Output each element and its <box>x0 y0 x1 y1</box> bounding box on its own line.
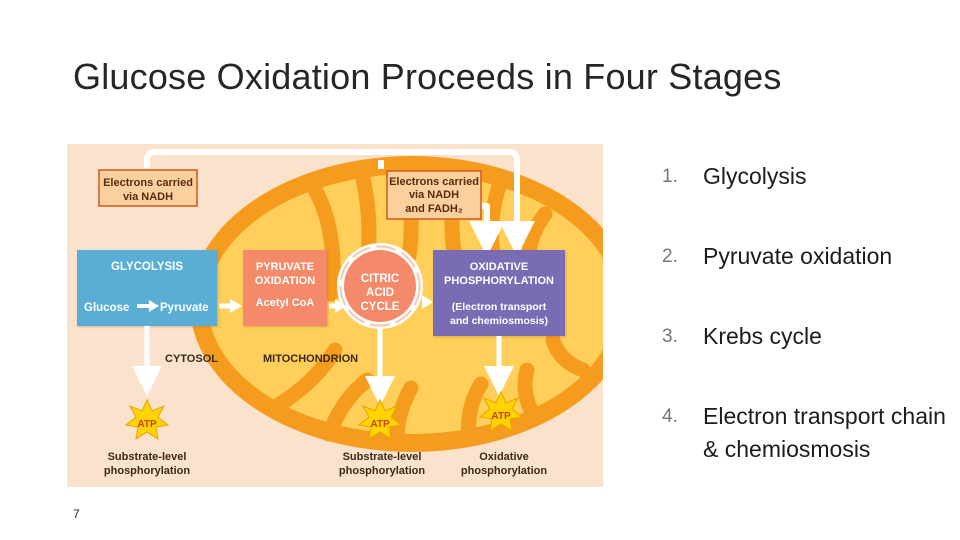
pyruvate-oxidation-line2: OXIDATION <box>255 275 315 287</box>
slide-title: Glucose Oxidation Proceeds in Four Stage… <box>73 56 782 97</box>
citric-line1: CITRIC <box>361 273 399 285</box>
arrow-glycolysis-head <box>230 299 242 313</box>
stage-item: 4. Electron transport chain & chemiosmos… <box>662 400 957 480</box>
atp-middle-label: ATP <box>370 419 390 430</box>
electron-transport-note-line1: (Electron transport <box>452 301 547 313</box>
caption-left-line2: phosphorylation <box>104 465 190 477</box>
stage-number: 1. <box>662 166 678 187</box>
glucose-label: Glucose <box>84 302 129 314</box>
stage-label: Glycolysis <box>703 163 807 189</box>
stage-item: 1. Glycolysis <box>662 160 957 240</box>
cytosol-label: CYTOSOL <box>165 353 218 365</box>
caption-right-line1: Oxidative <box>479 451 529 463</box>
acetyl-coa-label: Acetyl CoA <box>256 297 315 309</box>
glycolysis-box: GLYCOLYSIS Glucose Pyruvate <box>77 250 217 326</box>
stage-number: 3. <box>662 326 678 347</box>
arrow-pyruvate-head <box>335 299 346 313</box>
electrons-nadh-line1: Electrons carried <box>103 177 193 189</box>
stage-label: Electron transport chain & chemiosmosis <box>703 403 946 462</box>
stage-number: 4. <box>662 406 678 427</box>
caption-left-line1: Substrate-level <box>108 451 187 463</box>
pyruvate-label: Pyruvate <box>160 302 209 314</box>
stage-label: Krebs cycle <box>703 323 822 349</box>
atp-star-middle: ATP <box>357 398 403 441</box>
electrons-fadh-line1: Electrons carried <box>389 176 479 188</box>
cellular-respiration-diagram: Electrons carried via NADH Electrons car… <box>67 144 603 487</box>
oxidative-phosphorylation-box: OXIDATIVE PHOSPHORYLATION (Electron tran… <box>433 250 565 336</box>
citric-line2: ACID <box>366 287 394 299</box>
electrons-nadh-fadh2-callout: Electrons carried via NADH and FADH₂ <box>386 170 482 220</box>
caption-middle-line1: Substrate-level <box>343 451 422 463</box>
page-number: 7 <box>73 507 80 521</box>
pyruvate-oxidation-box: PYRUVATE OXIDATION Acetyl CoA <box>243 250 327 326</box>
atp-left-label: ATP <box>137 419 157 430</box>
caption-middle-line2: phosphorylation <box>339 465 425 477</box>
electrons-fadh-line2: via NADH <box>409 189 459 201</box>
pyruvate-oxidation-line1: PYRUVATE <box>256 261 314 273</box>
stage-list: 1. Glycolysis 2. Pyruvate oxidation 3. K… <box>662 160 957 480</box>
stage-number: 2. <box>662 246 678 267</box>
stage-item: 3. Krebs cycle <box>662 320 957 400</box>
atp-right-label: ATP <box>491 411 511 422</box>
oxphos-line2: PHOSPHORYLATION <box>444 275 554 287</box>
atp-down-arrows <box>132 326 514 406</box>
diagram-svg: Electrons carried via NADH Electrons car… <box>67 144 603 487</box>
stage-item: 2. Pyruvate oxidation <box>662 240 957 320</box>
electron-transport-note-line2: and chemiosmosis) <box>450 315 548 327</box>
electrons-nadh-line2: via NADH <box>123 191 173 203</box>
arrow-cycle-head <box>422 295 433 309</box>
caption-right-line2: phosphorylation <box>461 465 547 477</box>
electrons-fadh-line3: and FADH₂ <box>405 203 463 215</box>
electrons-nadh-callout: Electrons carried via NADH <box>98 169 198 207</box>
citric-acid-cycle: CITRIC ACID CYCLE <box>337 243 423 329</box>
glycolysis-title: GLYCOLYSIS <box>111 261 183 273</box>
mitochondrion-label: MITOCHONDRION <box>263 353 358 365</box>
stage-label: Pyruvate oxidation <box>703 243 893 269</box>
citric-line3: CYCLE <box>361 301 400 313</box>
atp-star-left: ATP <box>124 398 170 441</box>
atp-star-right: ATP <box>478 390 524 433</box>
oxphos-line1: OXIDATIVE <box>470 261 528 273</box>
